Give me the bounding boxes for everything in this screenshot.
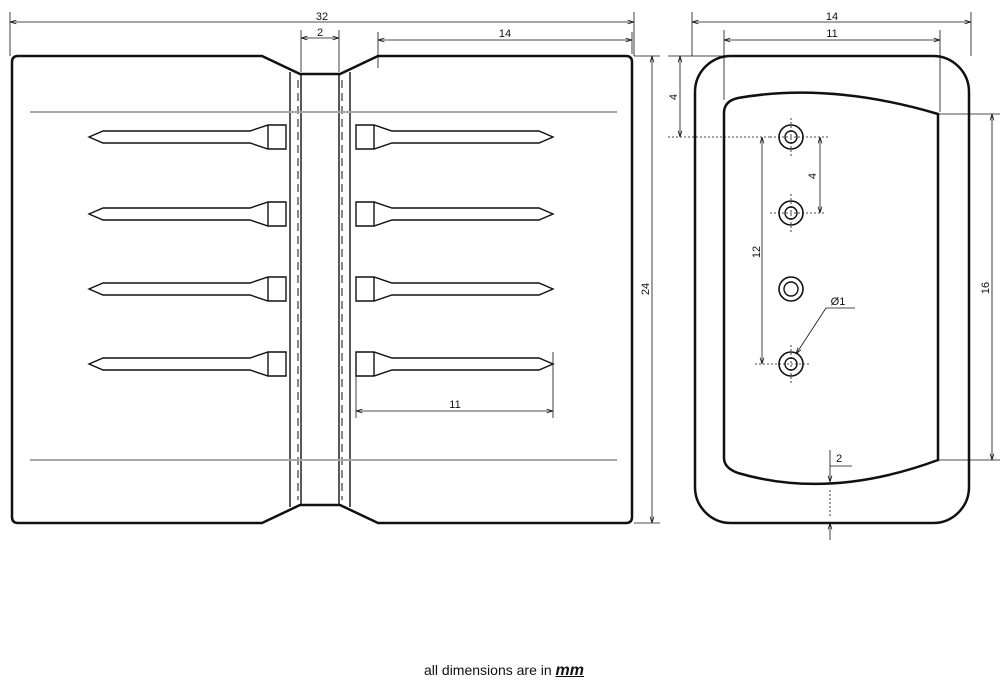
- footnote-unit: mm: [555, 662, 584, 679]
- dim-height: 24: [640, 283, 652, 295]
- units-footnote: all dimensions are in mm: [0, 662, 1008, 680]
- pin-hole: [755, 345, 810, 383]
- dim-hole-diameter: Ø1: [831, 296, 846, 308]
- dim-right-width: 14: [499, 28, 511, 40]
- left-pin: [87, 351, 287, 377]
- front-housing-outline: [10, 54, 634, 525]
- dim-top-offset: 4: [668, 94, 680, 100]
- dim-inner-width: 11: [826, 28, 837, 40]
- front-dimensions: [9, 12, 660, 524]
- pin-hole: [770, 118, 830, 156]
- right-pin: [355, 201, 555, 227]
- right-pin: [355, 276, 555, 302]
- dim-pitch: 4: [807, 173, 819, 179]
- inner-cavity: [722, 91, 940, 486]
- dim-pin-length: 11: [449, 399, 460, 411]
- left-pins: [87, 124, 287, 377]
- dim-inner-height: 16: [980, 282, 992, 294]
- left-pin: [87, 124, 287, 150]
- dim-slot-width: 2: [317, 27, 323, 39]
- dim-total-width: 32: [316, 11, 328, 23]
- pin-holes: [755, 118, 830, 383]
- pin-hole: [778, 276, 804, 302]
- side-dimensions: [668, 12, 1000, 540]
- right-pin: [355, 351, 555, 377]
- dim-pin-span: 12: [751, 246, 763, 258]
- front-view: 32 2 14 24 11: [9, 11, 660, 525]
- dim-outer-width: 14: [826, 11, 838, 23]
- center-slot: [289, 72, 351, 507]
- right-pins: [355, 124, 555, 377]
- left-pin: [87, 276, 287, 302]
- side-view: 14 11 4 4 12 16 Ø1 2: [668, 11, 1000, 540]
- left-pin: [87, 201, 287, 227]
- footnote-text: all dimensions are in: [424, 662, 552, 678]
- side-housing-outline: [693, 54, 971, 525]
- right-pin: [355, 124, 555, 150]
- dim-bottom-offset: 2: [836, 453, 842, 465]
- pin-hole: [770, 194, 826, 232]
